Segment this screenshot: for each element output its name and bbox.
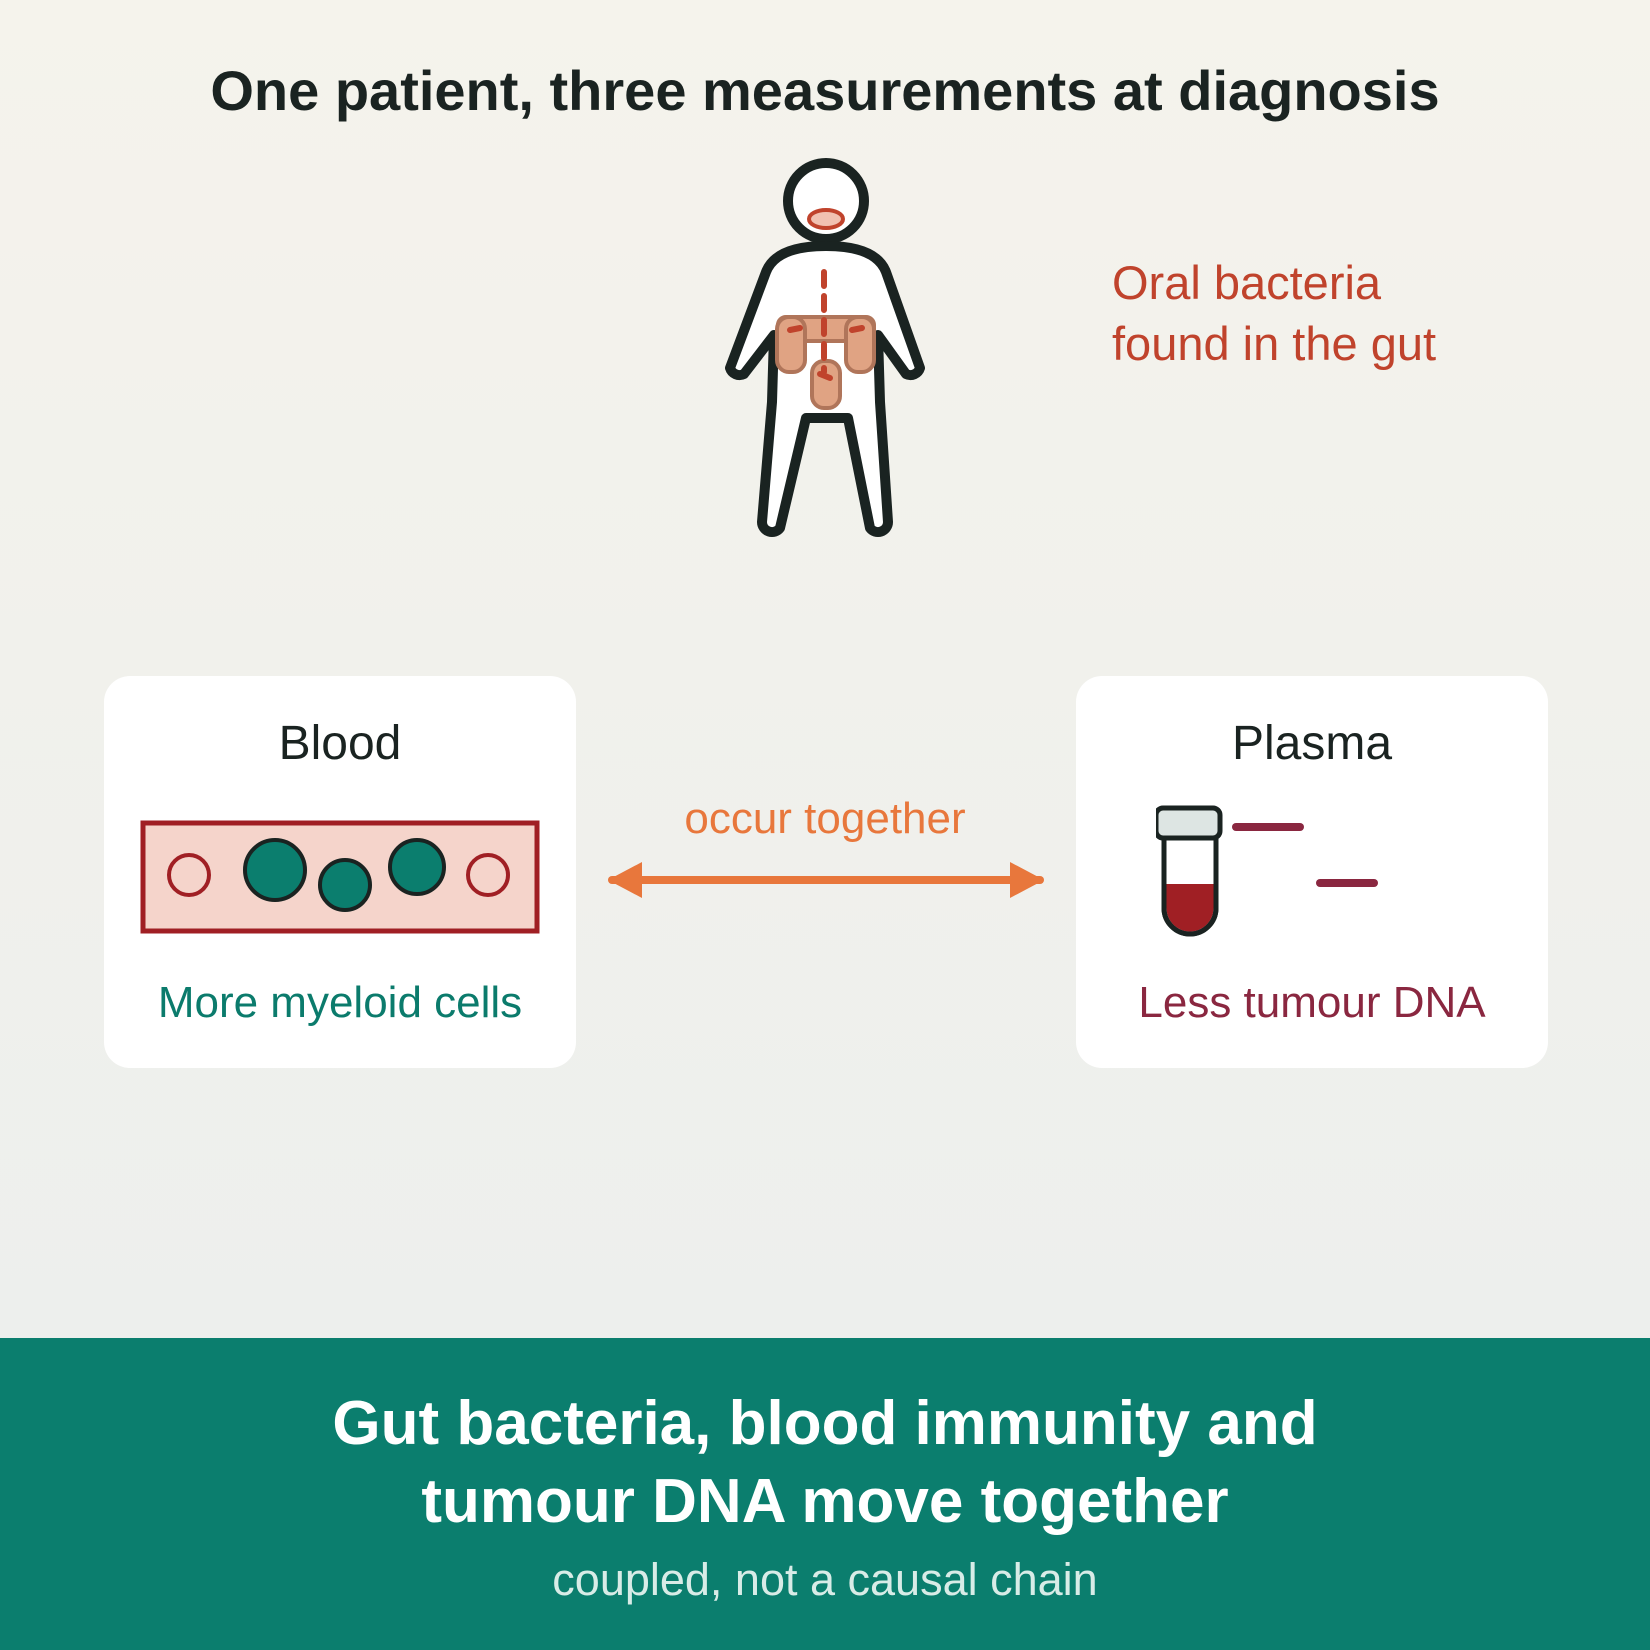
plasma-card-title: Plasma bbox=[1231, 717, 1393, 770]
plasma-card: Plasma Less tumour DNA bbox=[1076, 676, 1548, 1068]
conclusion-banner: Gut bacteria, blood immunity and tumour … bbox=[0, 1338, 1650, 1650]
blood-cells-icon bbox=[140, 820, 540, 934]
page-title: One patient, three measurements at diagn… bbox=[210, 59, 1440, 122]
banner-subline: coupled, not a causal chain bbox=[552, 1554, 1098, 1605]
oral-callout-line-1: Oral bacteria bbox=[1112, 256, 1382, 309]
double-arrow-icon bbox=[608, 862, 1044, 898]
oral-bacteria-callout: Oral bacteria found in the gut bbox=[1112, 252, 1612, 374]
plasma-card-caption: Less tumour DNA bbox=[1138, 978, 1486, 1027]
test-tube-icon bbox=[1156, 805, 1378, 937]
blood-card: Blood More myeloid cells bbox=[104, 676, 576, 1068]
banner-headline-line-2: tumour DNA move together bbox=[421, 1467, 1229, 1536]
oral-callout-line-2: found in the gut bbox=[1112, 317, 1437, 370]
link-label: occur together bbox=[684, 794, 966, 843]
banner-headline-line-1: Gut bacteria, blood immunity and bbox=[332, 1389, 1318, 1458]
patient-body-icon bbox=[725, 158, 925, 537]
blood-card-title: Blood bbox=[278, 717, 402, 770]
blood-card-caption: More myeloid cells bbox=[157, 978, 523, 1027]
